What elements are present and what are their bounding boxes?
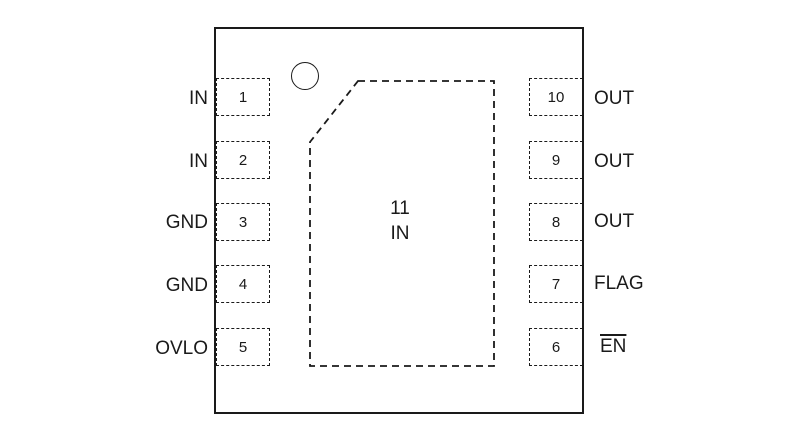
pin-6-label: EN	[600, 336, 627, 357]
package-outline	[214, 27, 584, 414]
pin-number: 4	[238, 275, 248, 293]
pin-number: 8	[551, 213, 561, 231]
pin-number: 9	[551, 151, 561, 169]
pin-2: 2	[216, 141, 270, 179]
pin-number: 10	[547, 88, 565, 106]
pin-number: 3	[238, 213, 248, 231]
pin-8: 8	[529, 203, 583, 241]
pin-number: 6	[551, 338, 561, 356]
pin-5-label: OVLO	[155, 338, 208, 359]
pin-9: 9	[529, 141, 583, 179]
pin-number: 2	[238, 151, 248, 169]
pin1-indicator-icon	[291, 62, 319, 90]
pin-3-label: GND	[165, 212, 208, 233]
pin-8-label: OUT	[594, 211, 635, 232]
pin-7: 7	[529, 265, 583, 303]
pin-1: 1	[216, 78, 270, 116]
pin-5: 5	[216, 328, 270, 366]
exposed-pad-name: IN	[390, 223, 410, 244]
pin-10: 10	[529, 78, 583, 116]
pin-1-label: IN	[189, 88, 208, 109]
pin-number: 1	[238, 88, 248, 106]
pin-6: 6	[529, 328, 583, 366]
pin-number: 7	[551, 275, 561, 293]
pin-number: 5	[238, 338, 248, 356]
pin-4-label: GND	[165, 275, 208, 296]
pin-4: 4	[216, 265, 270, 303]
exposed-pad-number: 11	[390, 198, 410, 219]
pin-9-label: OUT	[594, 151, 635, 172]
pin-3: 3	[216, 203, 270, 241]
pin-10-label: OUT	[594, 88, 635, 109]
pin-2-label: IN	[189, 151, 208, 172]
pin-7-label: FLAG	[594, 273, 644, 294]
